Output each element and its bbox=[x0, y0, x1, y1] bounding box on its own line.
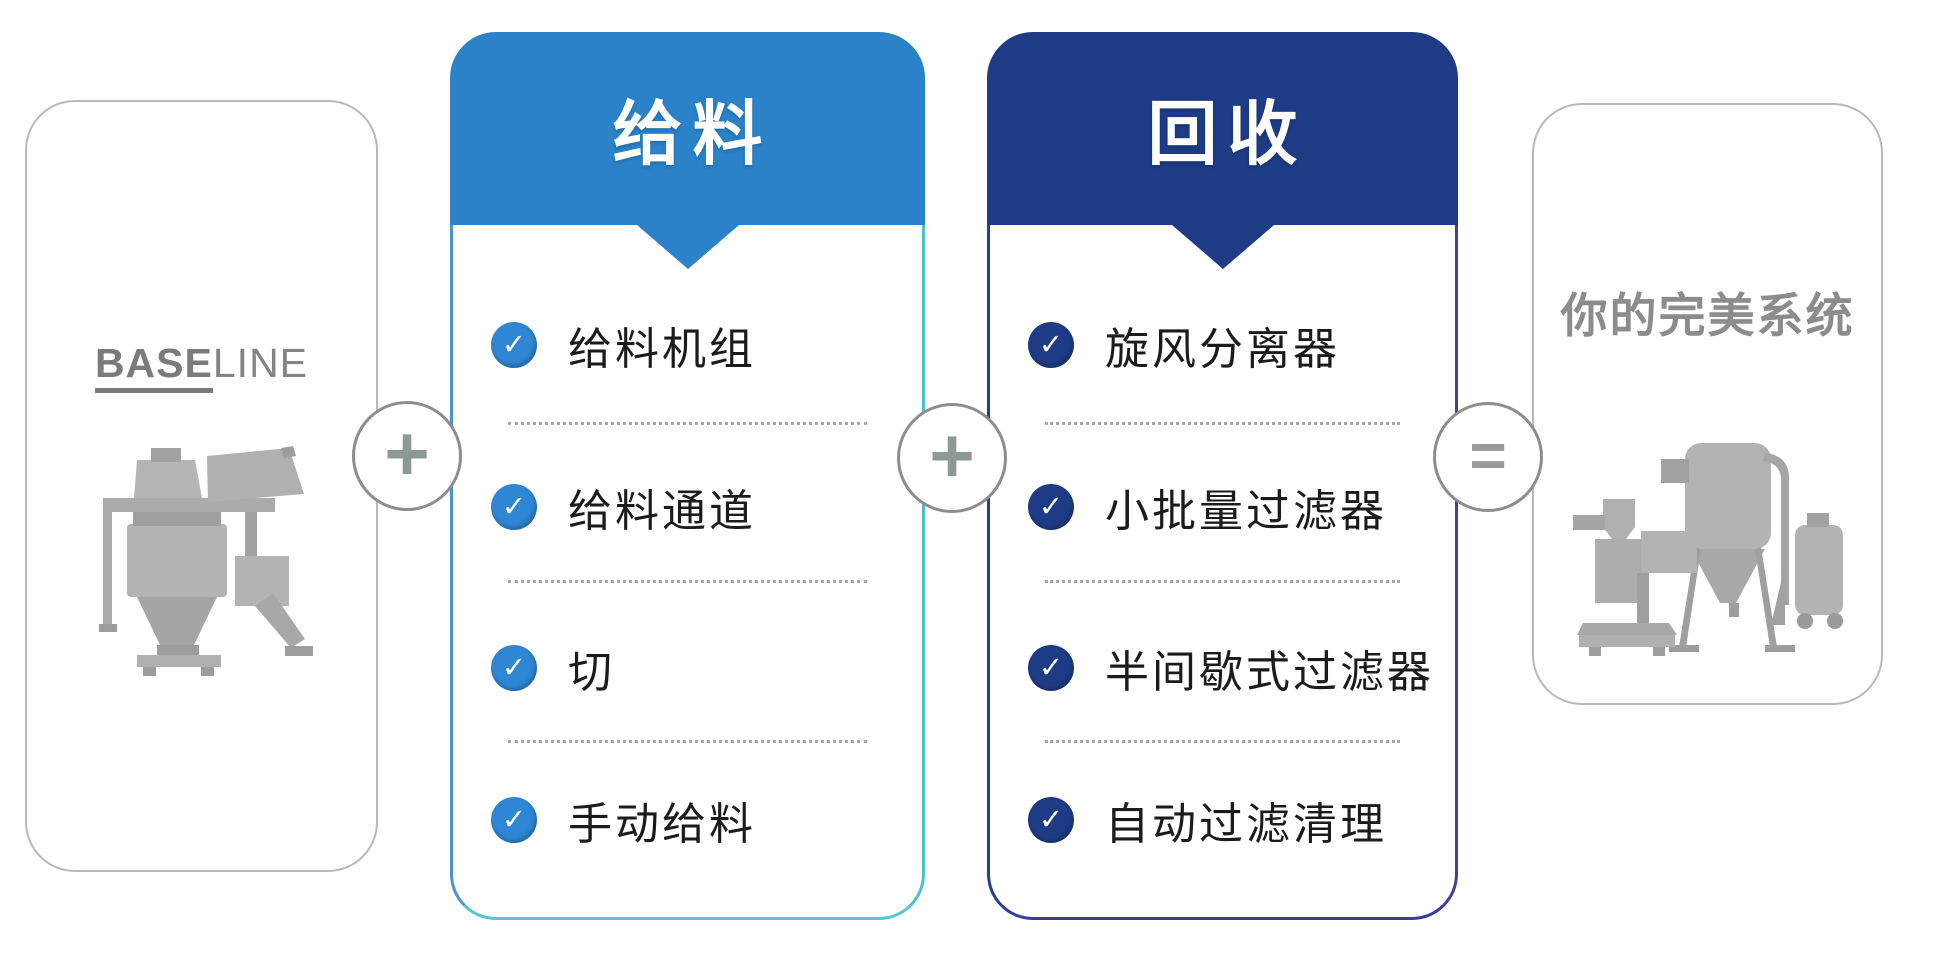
dotted-divider bbox=[1045, 422, 1400, 425]
list-item: ✓ 自动过滤清理 bbox=[1028, 775, 1447, 865]
baseline-machine-image bbox=[99, 446, 313, 676]
dotted-divider bbox=[508, 740, 867, 743]
equals-icon: = bbox=[1433, 402, 1543, 512]
feeding-card: 给料 ✓ 给料机组 ✓ 给料通道 ✓ 切 ✓ 手动给料 bbox=[450, 32, 925, 920]
feeding-card-title: 给料 bbox=[612, 95, 773, 173]
dotted-divider bbox=[1045, 740, 1400, 743]
list-item: ✓ 给料通道 bbox=[491, 462, 914, 552]
check-icon: ✓ bbox=[491, 797, 537, 843]
dotted-divider bbox=[1045, 580, 1400, 583]
list-item: ✓ 手动给料 bbox=[491, 775, 914, 865]
list-item-label: 给料机组 bbox=[568, 325, 756, 374]
recovery-card-title: 回收 bbox=[1147, 95, 1308, 173]
check-icon: ✓ bbox=[491, 645, 537, 691]
list-item-label: 自动过滤清理 bbox=[1105, 800, 1387, 849]
dotted-divider bbox=[508, 580, 867, 583]
result-card-title: 你的完美系统 bbox=[1560, 289, 1855, 342]
list-item-label: 旋风分离器 bbox=[1105, 325, 1340, 374]
check-icon: ✓ bbox=[1028, 797, 1074, 843]
header-tail-pointer bbox=[1171, 225, 1274, 269]
plus-glyph: + bbox=[384, 409, 430, 497]
list-item-label: 切 bbox=[568, 648, 615, 697]
baseline-logo-base: BASE bbox=[94, 340, 213, 393]
list-item-label: 小批量过滤器 bbox=[1105, 487, 1387, 536]
check-icon: ✓ bbox=[1028, 645, 1074, 691]
baseline-card: BASELINE bbox=[25, 100, 378, 872]
recovery-card-body: ✓ 旋风分离器 ✓ 小批量过滤器 ✓ 半间歇式过滤器 ✓ 自动过滤清理 bbox=[987, 225, 1458, 920]
list-item: ✓ 小批量过滤器 bbox=[1028, 462, 1447, 552]
list-item-label: 手动给料 bbox=[568, 800, 756, 849]
plus-glyph: + bbox=[929, 411, 975, 499]
list-item-label: 给料通道 bbox=[568, 487, 756, 536]
feeding-card-header: 给料 bbox=[450, 32, 925, 269]
list-item: ✓ 切 bbox=[491, 623, 914, 713]
result-card: 你的完美系统 bbox=[1532, 103, 1883, 705]
dotted-divider bbox=[508, 422, 867, 425]
header-tail-pointer bbox=[636, 225, 739, 269]
plus-icon: + bbox=[897, 403, 1007, 513]
feeding-card-body: ✓ 给料机组 ✓ 给料通道 ✓ 切 ✓ 手动给料 bbox=[450, 225, 925, 920]
list-item: ✓ 给料机组 bbox=[491, 300, 914, 390]
recovery-card: 回收 ✓ 旋风分离器 ✓ 小批量过滤器 ✓ 半间歇式过滤器 ✓ 自动过滤清理 bbox=[987, 32, 1458, 920]
recovery-card-header: 回收 bbox=[987, 32, 1458, 269]
list-item-label: 半间歇式过滤器 bbox=[1105, 648, 1434, 697]
check-icon: ✓ bbox=[491, 322, 537, 368]
baseline-logo-line: LINE bbox=[212, 340, 309, 386]
list-item: ✓ 半间歇式过滤器 bbox=[1028, 623, 1447, 713]
equals-glyph: = bbox=[1469, 419, 1507, 491]
list-item: ✓ 旋风分离器 bbox=[1028, 300, 1447, 390]
check-icon: ✓ bbox=[491, 484, 537, 530]
perfect-system-machine-image bbox=[1573, 443, 1843, 656]
baseline-logo: BASELINE bbox=[27, 340, 376, 393]
check-icon: ✓ bbox=[1028, 322, 1074, 368]
check-icon: ✓ bbox=[1028, 484, 1074, 530]
plus-icon: + bbox=[352, 401, 462, 511]
